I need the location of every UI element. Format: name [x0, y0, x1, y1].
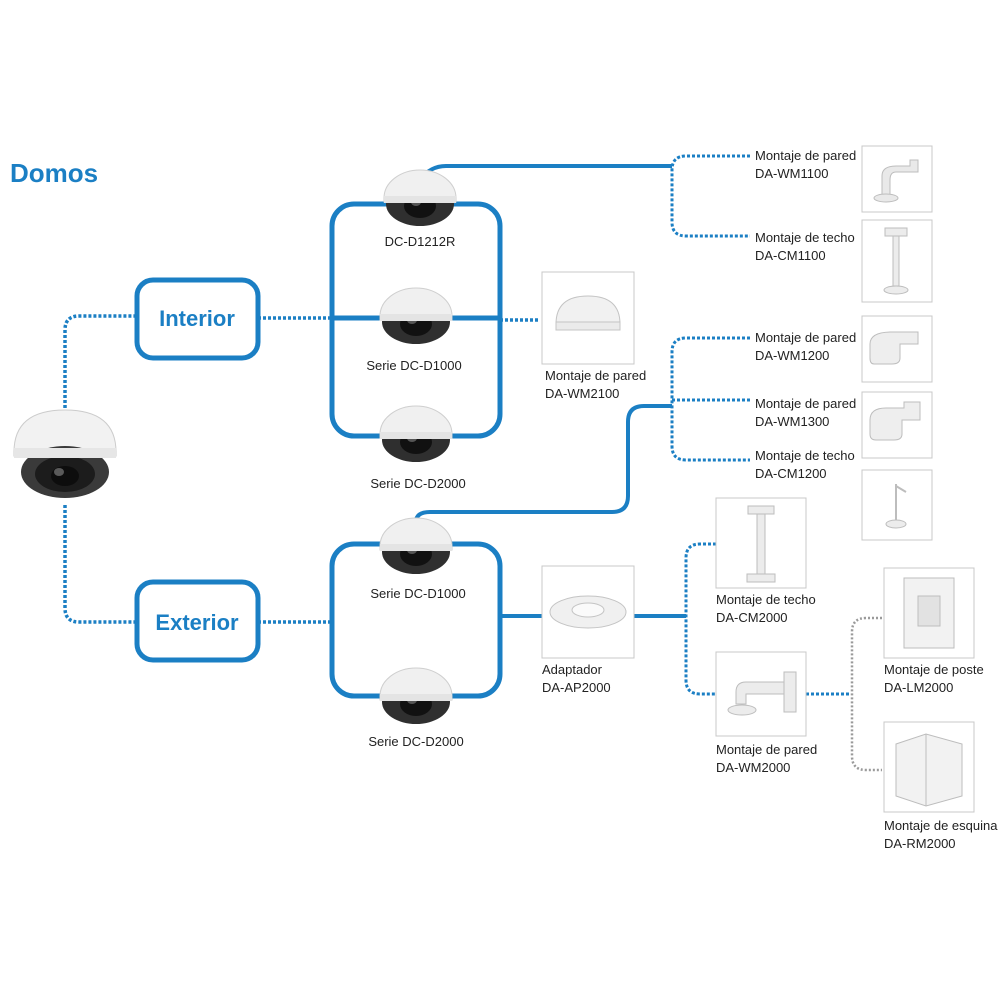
- wm2100-label-line2: DA-WM2100: [545, 386, 619, 401]
- cm1200-label-line1: Montaje de techo: [755, 448, 855, 463]
- connector-exterior-d1000: [414, 404, 672, 523]
- connector-d1212r: [418, 164, 672, 182]
- wm2100-label-line1: Montaje de pared: [545, 368, 646, 383]
- lm2000-label-line2: DA-LM2000: [884, 680, 953, 695]
- main-dome-camera-image: [13, 409, 117, 498]
- wm1300-mount-icon: [869, 401, 921, 441]
- rm2000-label-line1: Montaje de esquina: [884, 818, 998, 833]
- wm1200-label-line2: DA-WM1200: [755, 348, 829, 363]
- dc-d1212r-image: [383, 169, 457, 227]
- dc-d1212r-label: DC-D1212R: [385, 234, 456, 249]
- bracket-cm2000-wm2000: [684, 542, 716, 696]
- interior-d1000-label: Serie DC-D1000: [366, 358, 461, 373]
- cm2000-mount-icon: [747, 505, 775, 515]
- wm1100-mount-icon: [881, 159, 919, 197]
- page-title: Domos: [10, 158, 98, 188]
- cm1100-mount-icon: [884, 227, 908, 237]
- exterior-d1000-image: [379, 517, 453, 575]
- ap2000-label-line2: DA-AP2000: [542, 680, 611, 695]
- cm1200-label-line2: DA-CM1200: [755, 466, 827, 481]
- exterior-d2000-image: [379, 667, 453, 725]
- bracket-wm1200-cm1200: [670, 336, 750, 462]
- interior-category-box[interactable]: [134, 277, 261, 361]
- wm2000-mount-icon: [783, 671, 797, 713]
- connector-main-exterior: [63, 505, 137, 624]
- interior-d2000-label: Serie DC-D2000: [370, 476, 465, 491]
- bracket-wm1100-cm1100: [670, 154, 750, 238]
- wm1300-label-line1: Montaje de pared: [755, 396, 856, 411]
- lm2000-label-line1: Montaje de poste: [884, 662, 984, 677]
- exterior-d2000-label: Serie DC-D2000: [368, 734, 463, 749]
- cm1100-label-line2: DA-CM1100: [755, 248, 826, 263]
- cm1100-label-line1: Montaje de techo: [755, 230, 855, 245]
- ap2000-label-line1: Adaptador: [542, 662, 603, 677]
- connector-main-interior: [63, 314, 137, 418]
- rm2000-mount-icon: [895, 733, 963, 807]
- wm2100-mount-icon: [555, 295, 621, 325]
- exterior-category-box[interactable]: [134, 579, 261, 663]
- wm1100-thumbnail: [861, 145, 933, 213]
- wm2000-label-line1: Montaje de pared: [716, 742, 817, 757]
- cm2000-label-line2: DA-CM2000: [716, 610, 788, 625]
- interior-label: Interior: [159, 306, 235, 331]
- interior-d1000-image: [379, 287, 453, 345]
- wm1300-label-line2: DA-WM1300: [755, 414, 829, 429]
- bracket-lm2000-rm2000: [850, 616, 882, 772]
- interior-d2000-image: [379, 405, 453, 463]
- wm1200-mount-icon: [869, 331, 919, 365]
- rm2000-label-line2: DA-RM2000: [884, 836, 956, 851]
- exterior-label: Exterior: [155, 610, 239, 635]
- wm1100-label-line1: Montaje de pared: [755, 148, 856, 163]
- wm1100-label-line2: DA-WM1100: [755, 166, 828, 181]
- wm2000-label-line2: DA-WM2000: [716, 760, 790, 775]
- exterior-d1000-label: Serie DC-D1000: [370, 586, 465, 601]
- cm2000-label-line1: Montaje de techo: [716, 592, 816, 607]
- wm1200-label-line1: Montaje de pared: [755, 330, 856, 345]
